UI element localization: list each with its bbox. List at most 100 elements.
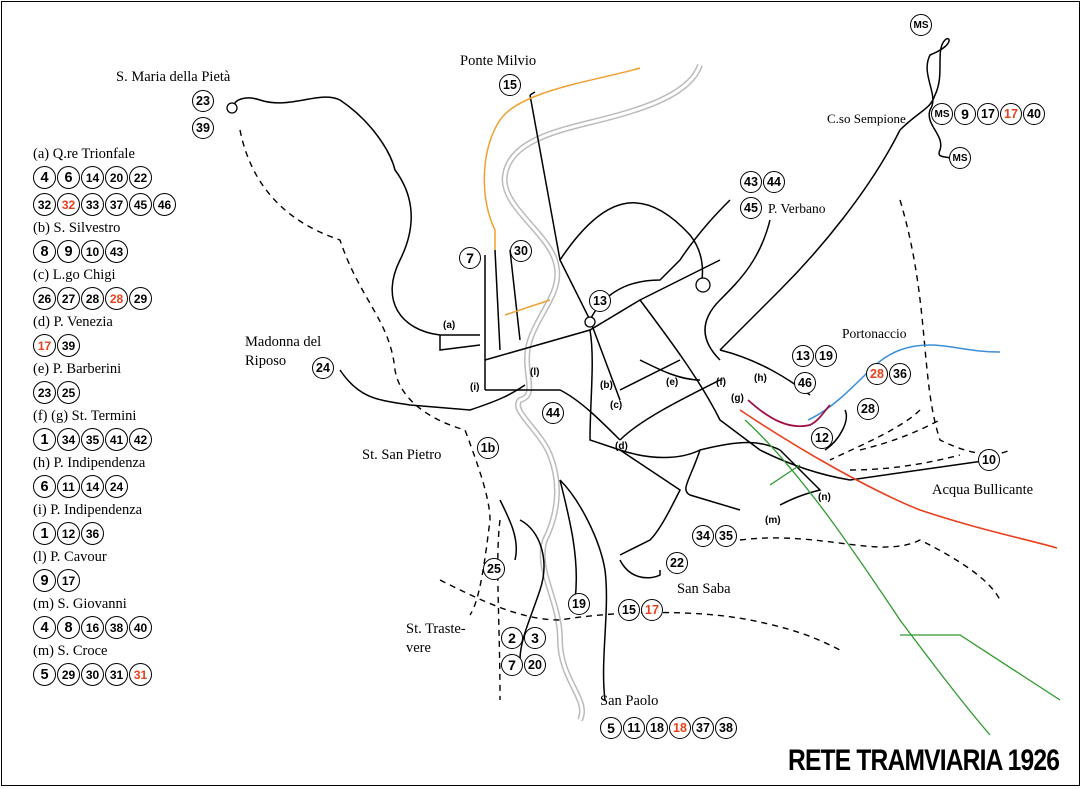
tag-l: (l)	[530, 367, 540, 378]
river-tiber	[501, 63, 703, 722]
route-number-circle: 29	[129, 287, 152, 310]
green-line	[744, 419, 991, 736]
route-number-circle: 22	[666, 552, 688, 574]
route-number-circle: 12	[811, 427, 833, 449]
legend-station-label: (l) P. Cavour	[33, 549, 107, 565]
route-number-circle: 17	[1000, 103, 1022, 125]
route-number-circle: 19	[568, 593, 590, 615]
legend-station-label: (h) P. Indipendenza	[33, 455, 146, 471]
route-number-circle: 15	[499, 74, 521, 96]
route-number-circle: 14	[81, 166, 104, 189]
route-number-circle: 10	[978, 449, 1000, 471]
route-number-circle: 14	[81, 475, 104, 498]
route-number-circle: 23	[33, 381, 56, 404]
route-number-circle: 2	[501, 627, 523, 649]
route-number-circle: 18	[646, 717, 668, 739]
route-number-circle: 34	[692, 525, 714, 547]
station-loop	[695, 277, 711, 293]
route-number-circle: 4	[33, 166, 56, 189]
place-santa-maria: S. Maria della Pietà	[116, 69, 231, 85]
route-number-circle: 23	[192, 90, 214, 112]
tag-n: (n)	[818, 492, 831, 503]
orange-line-short	[504, 299, 551, 316]
route-number-circle: 4	[33, 616, 56, 639]
place-acqua-bullicante: Acqua Bullicante	[932, 482, 1034, 498]
route-number-circle: 40	[129, 616, 152, 639]
route-number-circle: 28	[105, 287, 128, 310]
route-number-circle: 29	[57, 663, 80, 686]
tag-e: (e)	[666, 377, 679, 388]
route-number-circle: 38	[105, 616, 128, 639]
group-ms-top: MS	[910, 14, 933, 36]
route-number-circle: 39	[57, 334, 80, 357]
map-title: RETE TRAMVIARIA 1926	[788, 744, 1060, 777]
route-number-circle: 32	[33, 193, 56, 216]
station-loop	[226, 102, 238, 114]
route-number-circle: 24	[105, 475, 128, 498]
tag-c: (c)	[610, 400, 623, 411]
tag-m: (m)	[765, 515, 781, 526]
group-line-13-center: 13	[589, 290, 612, 312]
place-san-saba: San Saba	[677, 581, 731, 597]
route-number-circle: 38	[715, 717, 737, 739]
legend-station-label: (f) (g) St. Termini	[33, 408, 137, 424]
route-number-circle: 19	[815, 345, 837, 367]
group-line-28: 28	[857, 398, 880, 420]
route-number-circle: 28	[866, 363, 888, 385]
place-ponte-milvio: Ponte Milvio	[460, 53, 537, 69]
place-madonna-line1: Madonna del	[245, 334, 322, 350]
route-number-circle: 12	[57, 522, 80, 545]
group-ponte-milvio: 15	[499, 74, 522, 96]
route-number-circle: 31	[129, 663, 152, 686]
place-st-trastevere-line1: St. Traste-	[406, 621, 466, 637]
route-number-circle: 40	[1023, 103, 1045, 125]
red-line	[739, 409, 1058, 549]
route-number-circle: 39	[192, 117, 214, 139]
legend-station-label: (e) P. Barberini	[33, 361, 122, 377]
route-number-circle: 41	[105, 428, 128, 451]
route-number-circle: 45	[740, 197, 762, 219]
route-number-circle: 24	[312, 357, 334, 379]
group-line-22: 22	[666, 552, 689, 574]
green-line-branch	[900, 634, 1061, 701]
group-line-1b: 1b	[477, 437, 500, 459]
route-number-circle: 22	[129, 166, 152, 189]
route-number-circle: 44	[763, 171, 785, 193]
legend-station-label: (m) S. Croce	[33, 643, 108, 659]
tram-lines	[233, 38, 991, 701]
route-number-circle: 42	[129, 428, 152, 451]
route-number-circle: 43	[740, 171, 762, 193]
route-number-circle: 36	[889, 363, 911, 385]
place-p-verbano: P. Verbano	[768, 201, 826, 216]
route-number-circle: 17	[977, 103, 999, 125]
route-number-circle: 9	[954, 103, 976, 125]
route-number-circle: 9	[57, 240, 80, 263]
group-madonna-24: 24	[312, 357, 335, 379]
place-st-trastevere-line2: vere	[406, 640, 431, 656]
route-number-circle: 31	[105, 663, 128, 686]
place-san-paolo: San Paolo	[600, 693, 659, 709]
route-number-circle: 20	[105, 166, 128, 189]
maroon-line	[747, 399, 831, 428]
route-number-circle: 17	[33, 334, 56, 357]
route-number-circle: 25	[57, 381, 80, 404]
route-number-circle: 27	[57, 287, 80, 310]
tag-d: (d)	[615, 441, 628, 452]
route-number-circle: 6	[57, 166, 80, 189]
route-number-circle: 9	[33, 569, 56, 592]
